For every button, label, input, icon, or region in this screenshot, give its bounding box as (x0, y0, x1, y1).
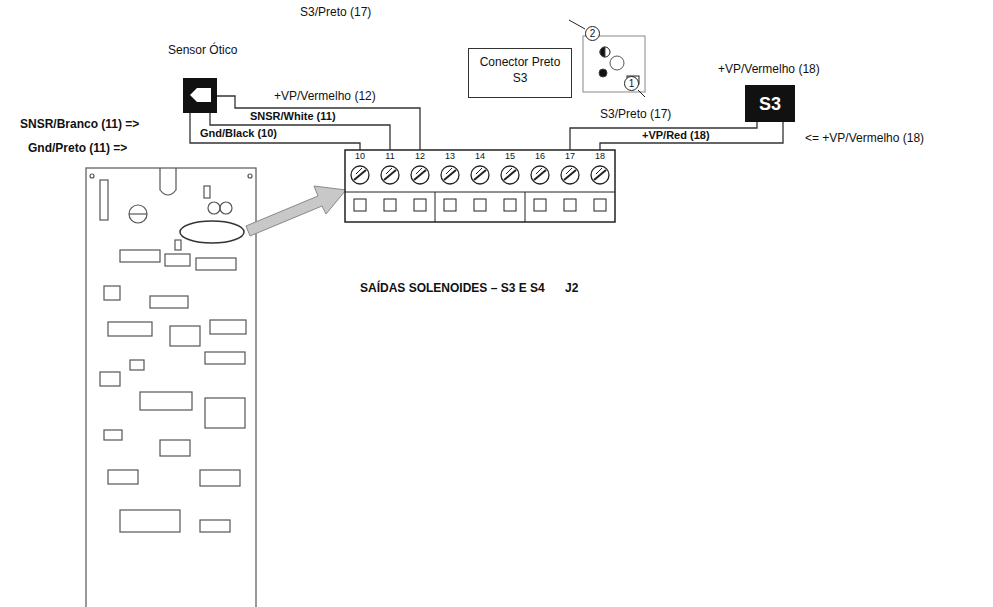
pin-number: 16 (535, 151, 545, 161)
wire-label: +VP/Red (18) (640, 129, 712, 142)
wire-label: S3/Preto (17) (300, 6, 371, 20)
circuit-board (86, 168, 256, 607)
wire-label: Gnd/Black (10) (198, 127, 279, 140)
connector-picture (569, 20, 645, 97)
wire-label: SNSR/Branco (11) => (20, 118, 139, 132)
callout-circle: 2 (585, 26, 600, 41)
pointer-arrow (246, 186, 346, 236)
node-text: Conector Preto S3 (477, 55, 563, 86)
wire-label: SNSR/White (11) (248, 110, 338, 123)
callout-number: 1 (629, 79, 635, 89)
pin-number: 17 (565, 151, 575, 161)
node-text: S3 (759, 95, 781, 113)
label-box: Conector Preto S3 (468, 48, 572, 98)
terminal-block (345, 150, 615, 222)
pin-number: 14 (475, 151, 485, 161)
wire-label: <= +VP/Vermelho (18) (805, 132, 924, 146)
pin-number: 15 (505, 151, 515, 161)
vp-wire (217, 96, 420, 150)
pin-number: 13 (445, 151, 455, 161)
wire-label: +VP/Vermelho (12) (272, 90, 378, 104)
pin-number: 18 (595, 151, 605, 161)
callout-number: 2 (590, 29, 596, 39)
pin-number: 10 (355, 151, 365, 161)
wire-label: Gnd/Preto (11) => (28, 142, 127, 156)
optical-sensor-icon (183, 78, 217, 113)
highlight-ellipse (180, 221, 244, 243)
component-block: S3 (745, 85, 795, 122)
wires (190, 96, 783, 150)
section-title: SAÍDAS SOLENOIDES – S3 E S4 (360, 282, 545, 296)
vp-s3-wire (600, 122, 783, 150)
wire-label: +VP/Vermelho (18) (718, 63, 820, 77)
pin-number: 11 (385, 151, 394, 161)
pin-number: 12 (415, 151, 425, 161)
connector-name: J2 (565, 282, 578, 296)
part-name: Sensor Ótico (168, 44, 237, 58)
s3-wire (570, 122, 757, 150)
wire-label: S3/Preto (17) (598, 108, 673, 122)
callout-circle: 1 (624, 76, 639, 91)
